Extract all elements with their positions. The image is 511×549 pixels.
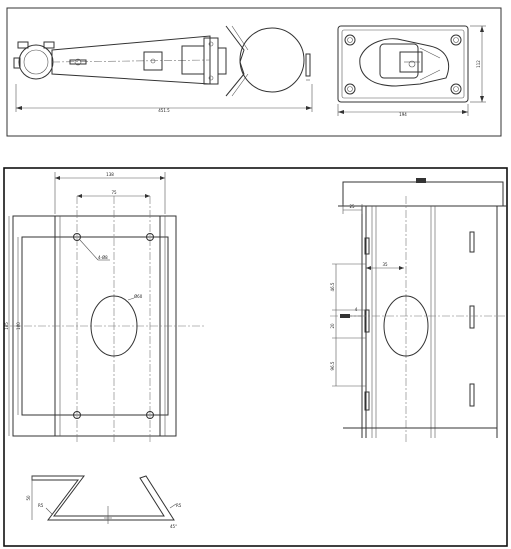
plate-inner-height-dim: 180 [16,322,21,330]
end-view-outline [337,25,469,103]
plate-width-dim: 138 [106,172,114,177]
top-panel: 451.5 194 [6,7,502,137]
side-slot [364,237,370,255]
bracket-left-label: R5 [38,503,44,508]
plate-center-hole [90,295,138,357]
bolt-hole [73,411,81,419]
bolt-hole [146,411,154,419]
side-top-offset-dim: 25 [349,204,355,209]
bracket-right-label: R5 [176,503,182,508]
side-center-dim: 20 [330,323,335,329]
end-width-dim: 194 [399,112,407,117]
top-panel-frame [6,7,502,137]
side-disc [239,27,305,93]
side-lower-dim: 96.5 [330,361,335,370]
side-top-bar [342,181,504,207]
side-v-bracket [225,25,245,97]
side-mid-width-dim: 35 [382,262,388,267]
bottom-panel: 4-Ø8 Ø60 138 75 185 180 [3,167,508,547]
end-view-cradle [359,38,450,87]
bolt-hole-label: 4-Ø8 [98,255,108,260]
side-slot [364,391,370,411]
side-length-dim: 451.5 [158,108,170,113]
side-small-dim: 4 [355,307,358,312]
plate-height-dim: 185 [4,322,9,330]
bracket-height-dim: 50 [26,495,31,501]
plate-side-view: 25 35 46.5 20 96.5 4 [330,178,507,442]
bottom-panel-frame [3,167,508,547]
end-view: 194 112 [337,25,486,117]
bolt-hole [146,233,154,241]
side-upper-dim: 46.5 [330,282,335,291]
bolt-hole [73,233,81,241]
end-height-dim: 112 [476,60,481,68]
side-center-hole [383,295,429,357]
side-slot [364,309,370,333]
bracket-outline [31,475,175,521]
bracket-angle-label: 45° [170,524,177,529]
side-slot [469,231,475,253]
side-flange [203,37,219,85]
side-slot [469,383,475,407]
side-slot [469,305,475,329]
bracket-profile: 50 R5 R5 45° [26,475,182,529]
plate-bolt-dim: 75 [111,190,117,195]
plate-front-view: 4-Ø8 Ø60 138 75 185 180 [4,172,204,442]
side-detail-box [143,51,163,71]
center-hole-label: Ø60 [134,294,143,299]
side-view: 451.5 [13,25,313,113]
